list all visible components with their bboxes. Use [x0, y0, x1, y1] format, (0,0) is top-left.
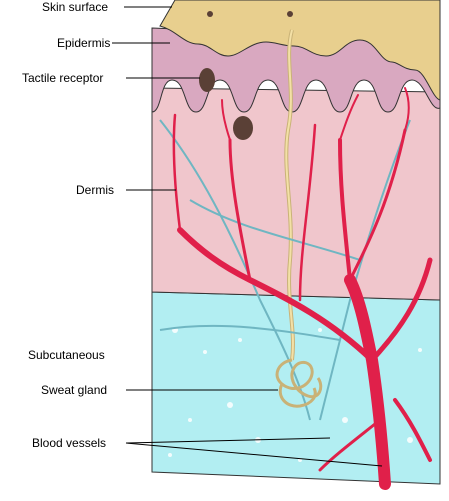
blood-vessel-network — [172, 87, 433, 490]
dermis-layer — [151, 87, 441, 301]
label-skin-surface: Skin surface — [42, 0, 109, 14]
label-blood-vessels: Blood vessels — [32, 436, 107, 450]
label-epidermis: Epidermis — [57, 36, 111, 50]
tactile-receptor-2 — [233, 116, 253, 140]
sweat-gland — [275, 358, 323, 408]
label-tactile-receptor: Tactile receptor — [22, 71, 104, 85]
fat-cells — [168, 327, 422, 462]
skin-surface-layer — [159, 0, 441, 101]
label-subcutaneous: Subcutaneous — [28, 348, 105, 362]
label-leader-lines — [112, 6, 383, 467]
label-dermis: Dermis — [76, 183, 114, 197]
lymph-vessels — [159, 119, 411, 421]
tactile-receptor-1 — [199, 68, 215, 92]
label-sweat-gland: Sweat gland — [41, 383, 108, 397]
